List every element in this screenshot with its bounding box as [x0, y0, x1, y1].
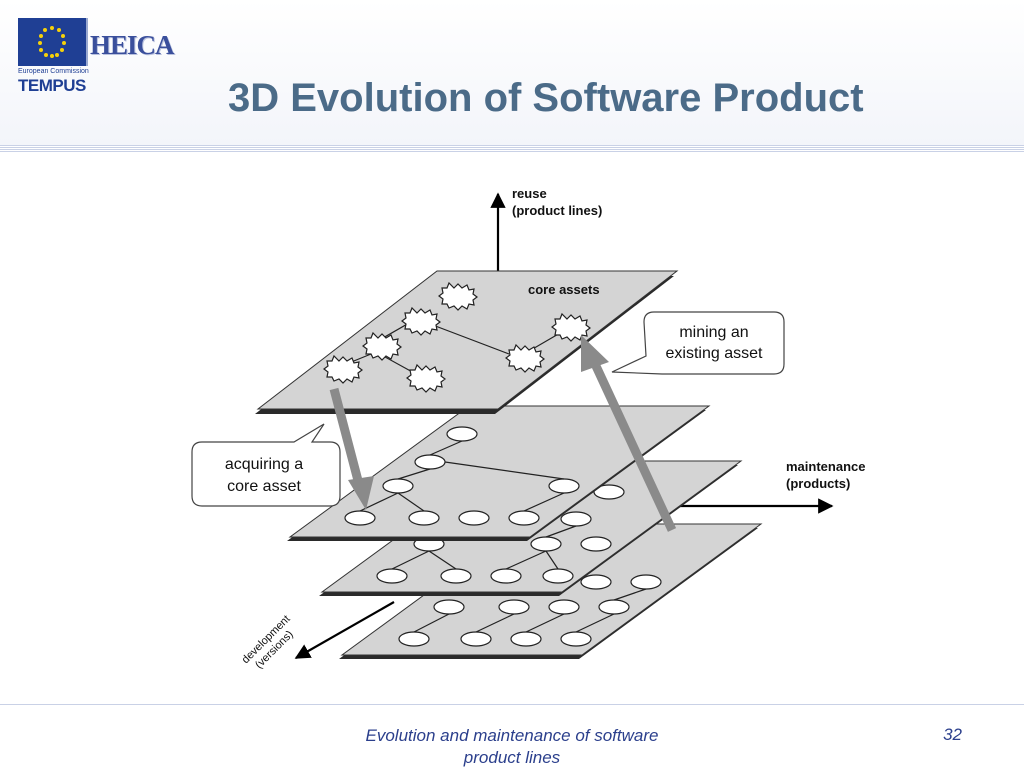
- callout-mining-line1: mining an: [679, 324, 748, 341]
- diagram-canvas: core assets mining an existing asset acq…: [191, 186, 865, 671]
- reuse-label-line2: (product lines): [512, 203, 602, 218]
- header-band: [0, 0, 1024, 145]
- flag-divider: [86, 18, 88, 66]
- header-divider: [0, 145, 1024, 153]
- evolution-diagram: core assets mining an existing asset acq…: [184, 184, 882, 674]
- core-assets-layer: core assets: [255, 270, 679, 414]
- heica-tempus-logo: HEICA European Commission TEMPUS: [18, 18, 183, 98]
- core-assets-label: core assets: [528, 282, 600, 297]
- maintenance-label-line2: (products): [786, 476, 850, 491]
- callout-acquiring: acquiring a core asset: [191, 423, 341, 507]
- product-layer-2: [287, 405, 711, 541]
- core-asset-nodes: [323, 281, 591, 393]
- slide-title: 3D Evolution of Software Product: [228, 76, 864, 120]
- acquire-arrow: [329, 387, 366, 494]
- mining-arrow: [591, 364, 677, 532]
- callout-mining: mining an existing asset: [611, 311, 785, 375]
- callout-acquiring-line2: core asset: [227, 478, 301, 495]
- mining-arrowhead: [581, 335, 609, 372]
- acquire-arrowhead: [348, 476, 374, 510]
- maintenance-label-line1: maintenance: [786, 459, 865, 474]
- heica-wordmark: HEICA: [90, 30, 175, 60]
- callout-acquiring-line1: acquiring a: [225, 456, 303, 473]
- callout-mining-line2: existing asset: [666, 345, 763, 362]
- tempus-wordmark: TEMPUS: [18, 76, 86, 95]
- footer-text: Evolution and maintenance of software pr…: [365, 726, 659, 767]
- reuse-label-line1: reuse: [512, 186, 547, 201]
- eu-flag-icon: [18, 18, 86, 66]
- development-label: development (versions): [240, 613, 296, 671]
- footer-divider: [0, 704, 1024, 705]
- page-number: 32: [943, 725, 962, 744]
- development-axis: [294, 601, 395, 659]
- commission-label: European Commission: [18, 68, 89, 75]
